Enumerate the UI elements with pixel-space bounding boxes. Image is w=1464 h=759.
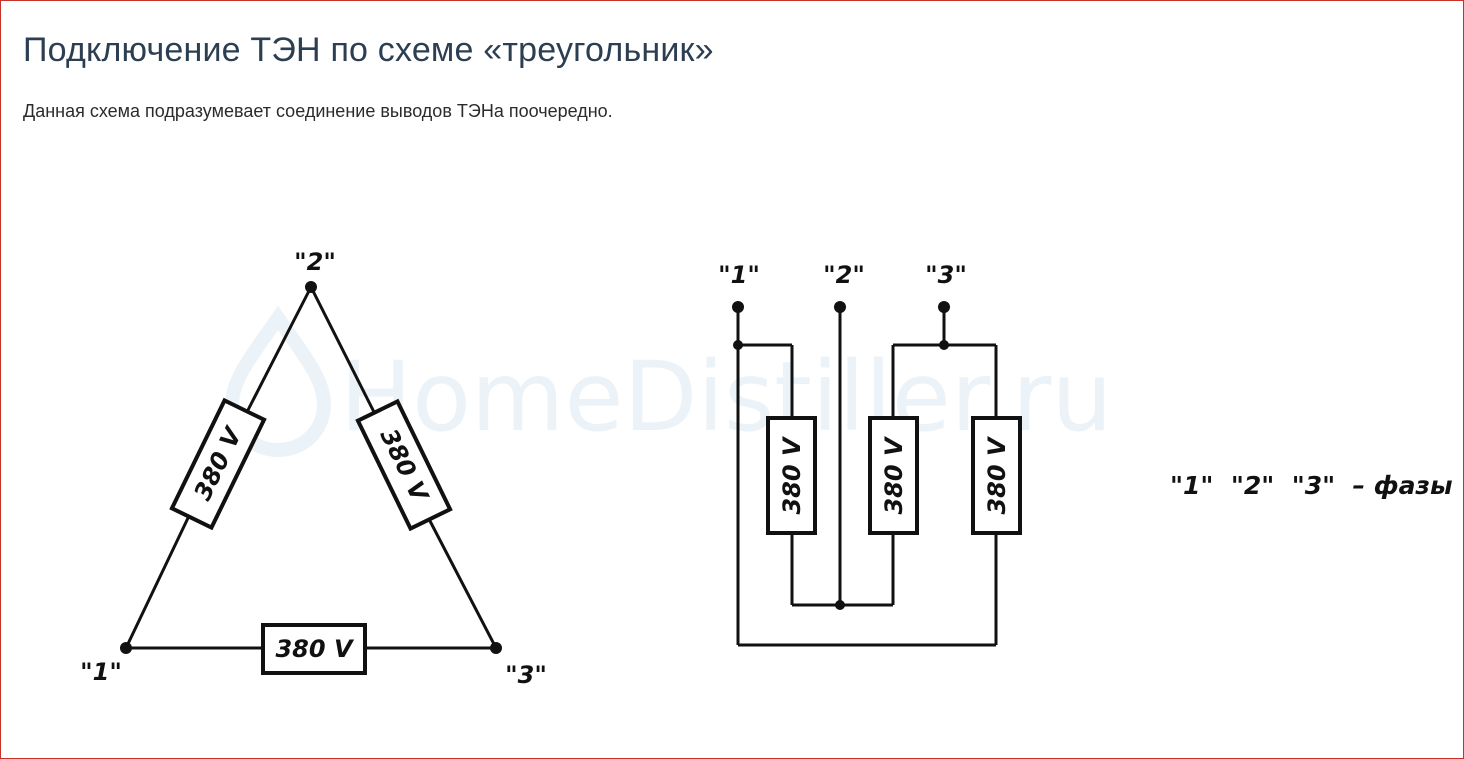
- heater-resistor: [261, 623, 367, 675]
- node-dot: [305, 281, 317, 293]
- terminal-dot: [834, 301, 846, 313]
- phase-label: "2": [823, 261, 865, 289]
- wire: [428, 520, 498, 649]
- wire: [246, 286, 313, 411]
- droplet-logo-icon: [224, 305, 332, 458]
- heater-resistor: [355, 398, 453, 532]
- terminal-dot: [938, 301, 950, 313]
- wire: [309, 286, 380, 421]
- heater-resistor: [169, 397, 267, 531]
- node-dot: [490, 642, 502, 654]
- terminal-scheme: [736, 307, 1022, 647]
- delta-scheme: [124, 286, 498, 675]
- wire: [124, 517, 190, 649]
- heater-resistor: [868, 416, 919, 535]
- resistor-label: 380 V: [275, 635, 354, 663]
- junction-dot: [835, 600, 845, 610]
- node-label: "2": [294, 248, 336, 276]
- heater-resistor: [766, 416, 817, 535]
- resistor-label: 380 V: [880, 435, 908, 514]
- page-title: Подключение ТЭН по схеме «треугольник»: [23, 31, 714, 69]
- junction-dot: [733, 340, 743, 350]
- resistor-label: 380 V: [983, 435, 1011, 514]
- resistor-label: 380 V: [778, 435, 806, 514]
- node-label: "3": [505, 661, 547, 689]
- phase-label: "3": [925, 261, 967, 289]
- phase-legend: "1" "2" "3" – фазы: [1170, 471, 1453, 500]
- description-text: Данная схема подразумевает соединение вы…: [23, 101, 613, 121]
- node-label: "1": [80, 658, 122, 686]
- terminal-dot: [732, 301, 744, 313]
- junction-dot: [939, 340, 949, 350]
- node-dot: [120, 642, 132, 654]
- phase-label: "1": [718, 261, 760, 289]
- heater-resistor: [971, 416, 1022, 535]
